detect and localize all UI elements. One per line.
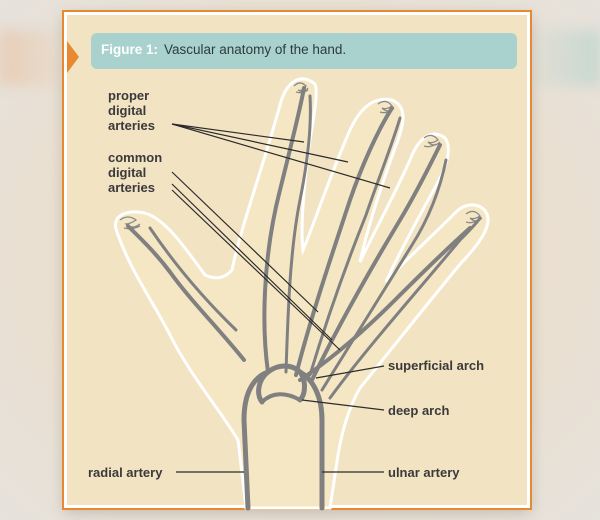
- label-common: common: [108, 150, 162, 165]
- label-common-digital: digital: [108, 165, 146, 180]
- superficial-arch-line: [298, 226, 472, 382]
- figure-caption: Figure 1: Vascular anatomy of the hand.: [91, 33, 517, 69]
- ring-proper-artery: [308, 116, 402, 377]
- leader-deep-arch: [301, 399, 385, 411]
- figure-label: Figure 1:: [101, 42, 159, 57]
- caption-arrow-icon: [67, 41, 79, 73]
- middle-proper-artery: [284, 94, 312, 374]
- hand-shape: [114, 77, 490, 510]
- background-ghost-left: [0, 30, 64, 86]
- labels: proper digital arteries common digital a…: [88, 88, 484, 480]
- leader-common-3: [171, 189, 341, 351]
- leader-proper-3: [171, 123, 391, 189]
- label-deep-arch: deep arch: [388, 403, 449, 418]
- hand-outline: [114, 77, 490, 510]
- label-radial-artery: radial artery: [88, 465, 163, 480]
- thumb-artery-line: [126, 224, 246, 362]
- label-proper-arteries: arteries: [108, 118, 155, 133]
- leader-lines: [171, 123, 391, 473]
- index-common-artery: [262, 86, 306, 374]
- leader-superficial-arch: [315, 365, 385, 379]
- label-common-arteries: arteries: [108, 180, 155, 195]
- little-proper-artery: [320, 158, 448, 392]
- label-proper-digital: digital: [108, 103, 146, 118]
- label-ulnar-artery: ulnar artery: [388, 465, 460, 480]
- label-proper: proper: [108, 88, 149, 103]
- artery-network: [126, 86, 482, 511]
- pinky-artery: [328, 216, 482, 400]
- figure-title: Vascular anatomy of the hand.: [164, 42, 347, 57]
- leader-proper-1: [171, 123, 305, 143]
- capillary-little-finger: [423, 134, 441, 148]
- leader-proper-2: [171, 123, 349, 163]
- thumb-artery-line-2: [148, 226, 238, 332]
- deep-arch-connector: [260, 392, 302, 404]
- leader-common-2: [171, 183, 333, 341]
- background-ghost-right: [530, 30, 600, 86]
- ring-common-artery: [294, 106, 394, 377]
- leader-common-1: [171, 171, 319, 313]
- label-superficial-arch: superficial arch: [388, 358, 484, 373]
- caption-text: Figure 1: Vascular anatomy of the hand.: [101, 42, 346, 57]
- little-common-artery: [310, 143, 442, 382]
- deep-arch-line: [256, 363, 307, 405]
